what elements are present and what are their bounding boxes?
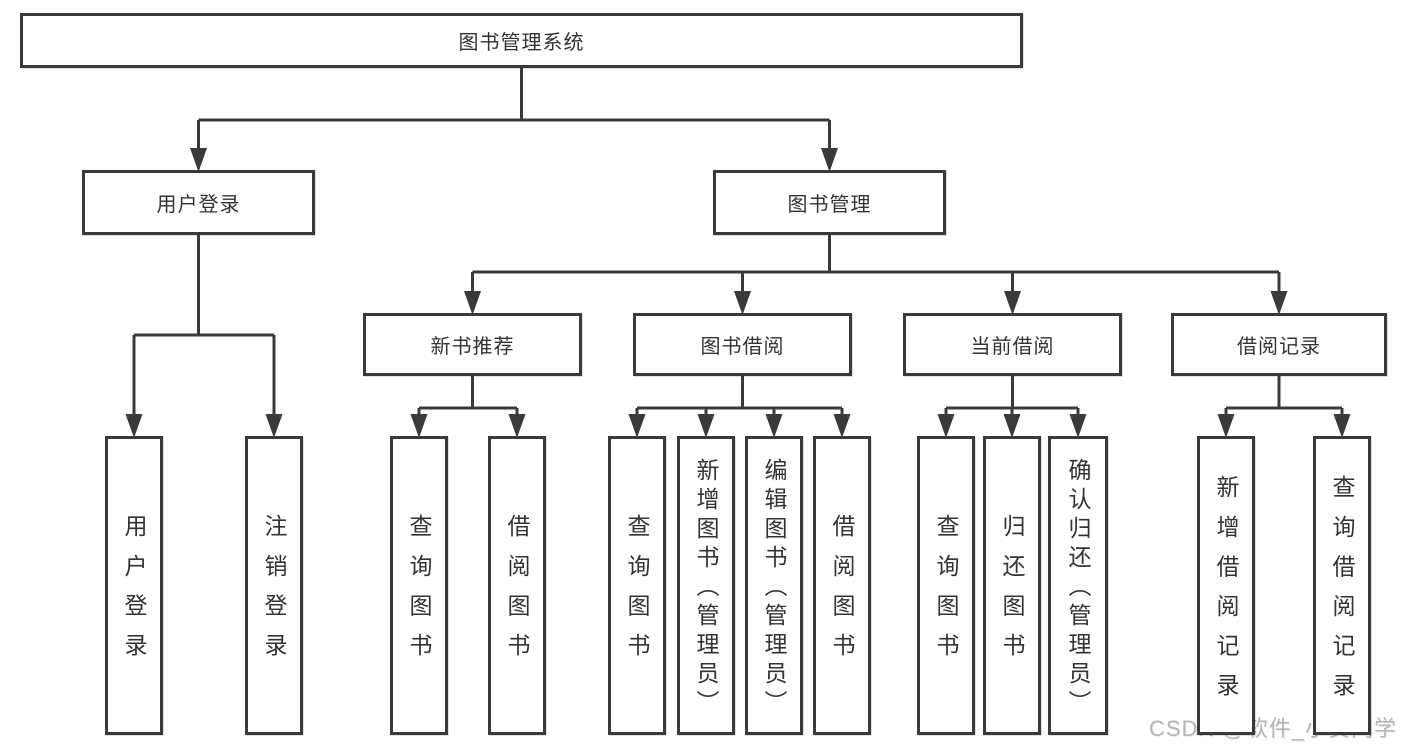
node-bb-query: 查询图书 [608, 436, 666, 735]
node-label: 编辑图书（管理员） [761, 457, 787, 719]
node-label: 用户登录 [156, 194, 241, 216]
node-nb-query: 查询图书 [390, 436, 448, 735]
node-label: 图书借阅 [700, 336, 785, 358]
node-br-query: 查询借阅记录 [1313, 436, 1371, 735]
node-bb-borrow: 借阅图书 [813, 436, 871, 735]
node-cb-query: 查询图书 [917, 436, 975, 735]
node-label: 归还图书 [999, 514, 1025, 673]
node-cb-confirm: 确认归还（管理员） [1048, 436, 1108, 735]
node-borrow-records: 借阅记录 [1171, 313, 1387, 376]
node-label: 注销登录 [261, 514, 287, 673]
node-label: 查询图书 [933, 514, 959, 673]
node-label: 确认归还（管理员） [1065, 457, 1091, 719]
node-label: 借阅记录 [1237, 336, 1321, 358]
node-leaf-user-login: 用户登录 [105, 436, 163, 735]
node-label: 借阅图书 [504, 514, 530, 673]
node-new-book-rec: 新书推荐 [363, 313, 582, 376]
node-bb-add: 新增图书（管理员） [677, 436, 735, 735]
node-label: 查询借阅记录 [1329, 474, 1355, 713]
node-root: 图书管理系统 [20, 13, 1023, 68]
node-leaf-logout: 注销登录 [245, 436, 303, 735]
node-label: 新增图书（管理员） [693, 457, 719, 719]
node-label: 借阅图书 [829, 514, 855, 673]
node-cb-return: 归还图书 [983, 436, 1041, 735]
node-label: 新增借阅记录 [1213, 474, 1239, 713]
node-book-mgmt: 图书管理 [713, 170, 946, 235]
node-br-add: 新增借阅记录 [1197, 436, 1255, 735]
node-label: 用户登录 [121, 514, 147, 673]
node-label: 当前借阅 [970, 336, 1055, 358]
node-current-borrow: 当前借阅 [903, 313, 1122, 376]
node-label: 新书推荐 [430, 336, 515, 358]
node-user-login: 用户登录 [82, 170, 315, 235]
node-book-borrow: 图书借阅 [633, 313, 852, 376]
node-label: 查询图书 [624, 514, 650, 673]
node-label: 图书管理系统 [458, 32, 585, 54]
node-nb-borrow: 借阅图书 [488, 436, 546, 735]
node-bb-edit: 编辑图书（管理员） [745, 436, 803, 735]
node-label: 查询图书 [406, 514, 432, 673]
node-label: 图书管理 [787, 194, 872, 216]
